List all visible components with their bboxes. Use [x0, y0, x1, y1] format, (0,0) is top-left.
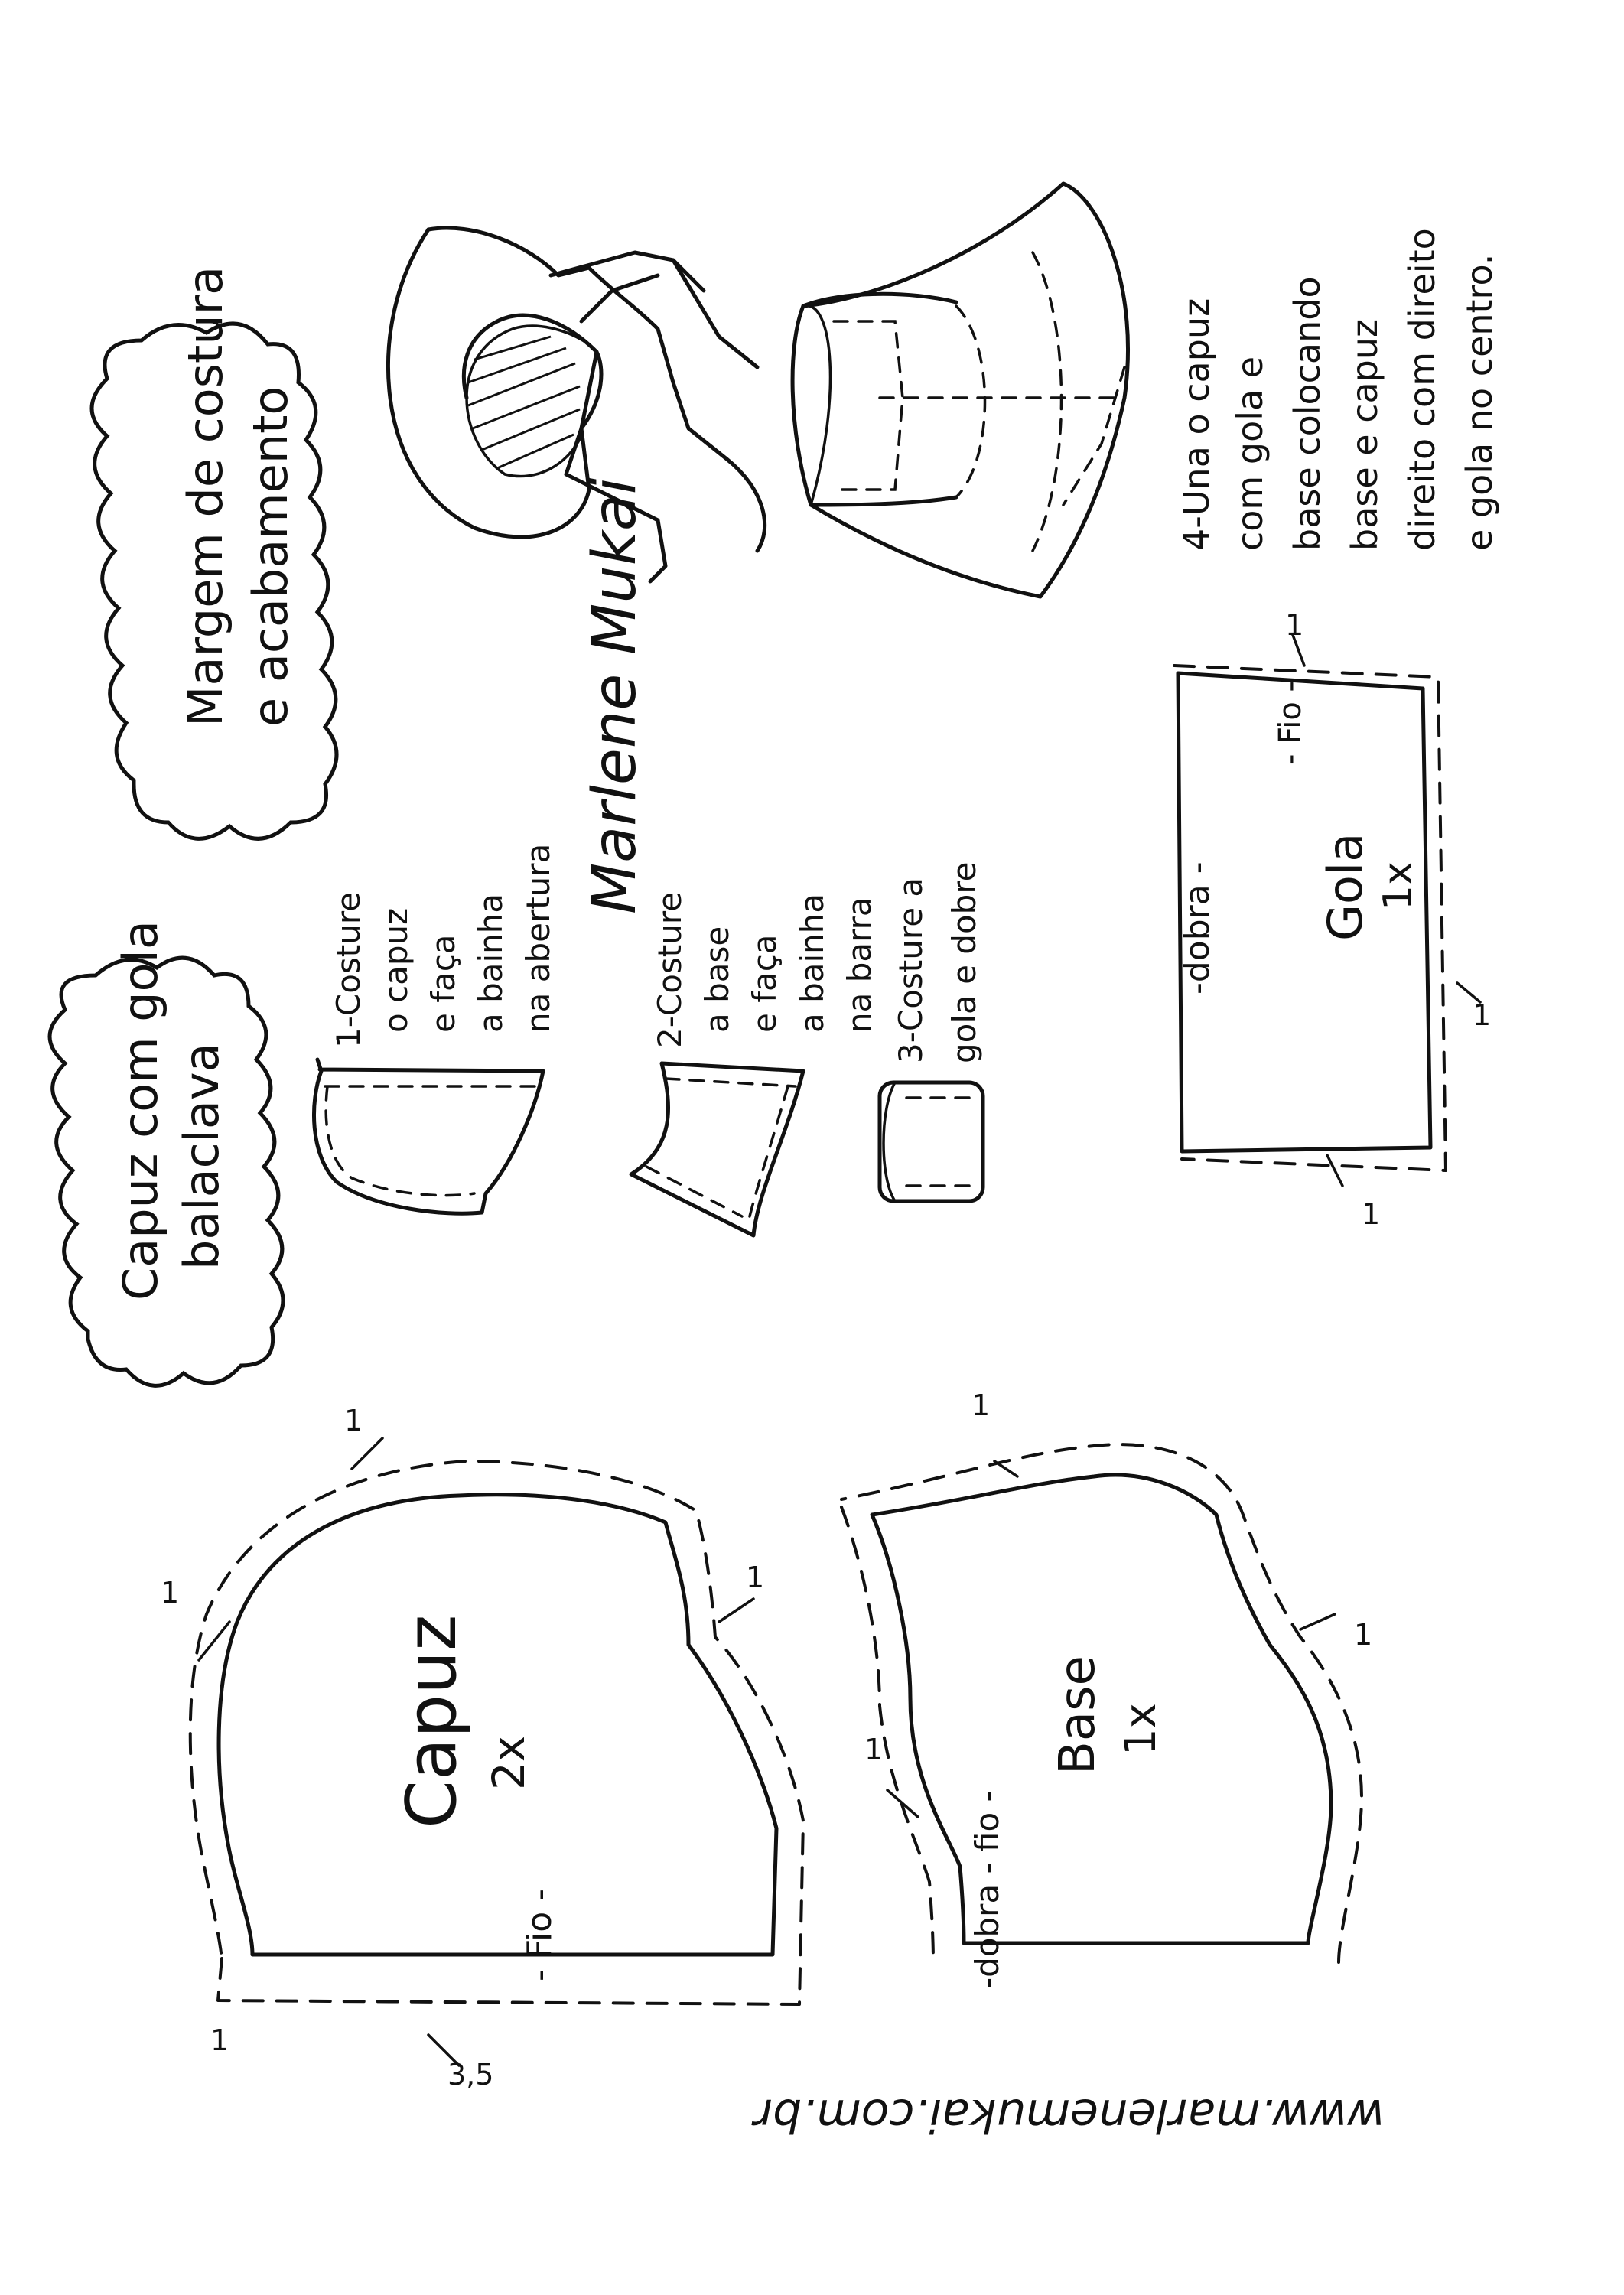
step-1-line-2: o capuz [377, 908, 415, 1033]
pattern-piece-gola: Gola 1x -dobra - - Fio - 1 1 1 [1173, 608, 1491, 1231]
note-line-2: e acabamento [242, 386, 298, 727]
hood-opening-hatch [467, 335, 581, 470]
step-2-line-5: na barra [841, 897, 878, 1033]
step-4-line-2: com gola e [1229, 356, 1271, 551]
base-margin-3: 1 [864, 1733, 883, 1766]
step-2-sketch [629, 1061, 805, 1238]
step-2-text: 2-Costure a base e faça a bainha na barr… [651, 892, 878, 1048]
step-3-sketch [877, 1080, 985, 1203]
capuz-qty: 2x [483, 1736, 535, 1790]
step-4-line-1: 4-Una o capuz [1176, 298, 1217, 551]
gola-margin-3: 1 [1362, 1197, 1380, 1231]
base-margin-2: 1 [1354, 1618, 1372, 1652]
website-text: www.marlenemukai.com.br [751, 2088, 1385, 2142]
step-3-line-2: gola e dobre [945, 861, 983, 1063]
balaclava-sketch [790, 181, 1131, 599]
step-4-text: 4-Una o capuz com gola e base colocando … [1176, 228, 1500, 551]
title-line-2: balaclava [174, 1043, 229, 1270]
base-margin-1: 1 [971, 1388, 990, 1422]
step-1-line-3: e faça [425, 934, 462, 1033]
step-3-text: 3-Costure a gola e dobre [892, 861, 983, 1063]
capuz-grain: - Fio - [520, 1889, 559, 1981]
gola-grain: - Fio - [1273, 681, 1308, 765]
step-1-line-5: na abertura [519, 844, 557, 1033]
website-url: www.marlenemukai.com.br [751, 2088, 1385, 2142]
step-4-line-5: direito com direito [1401, 228, 1443, 551]
step-4-line-4: base e capuz [1344, 319, 1385, 551]
step-3-line-1: 3-Costure a [892, 877, 929, 1063]
gola-fold: -dobra - [1178, 861, 1217, 994]
capuz-margin-3: 1 [746, 1561, 764, 1594]
step-2-line-3: e faça [746, 934, 783, 1033]
gola-name: Gola [1317, 833, 1373, 941]
base-qty: 1x [1116, 1703, 1166, 1756]
step-2-line-4: a bainha [793, 894, 831, 1033]
step-1-line-4: a bainha [472, 894, 509, 1033]
capuz-margin-4: 1 [210, 2023, 229, 2057]
step-1-line-1: 1-Costure [330, 892, 367, 1048]
step-1-text: 1-Costure o capuz e faça a bainha na abe… [330, 844, 557, 1048]
step-4-line-6: e gola no centro. [1459, 254, 1500, 551]
step-4-line-3: base colocando [1287, 276, 1328, 551]
signature: Marlene Mukai [581, 477, 649, 914]
step-2-line-2: a base [698, 926, 736, 1033]
capuz-margin-35: 3,5 [447, 2058, 493, 2092]
gola-margin-1: 1 [1285, 608, 1303, 642]
note-cloud: Margem de costura e acabamento [89, 266, 339, 841]
base-name: Base [1050, 1655, 1106, 1775]
step-2-line-1: 2-Costure [651, 892, 688, 1048]
title-cloud: Capuz com gola balaclava [47, 920, 285, 1388]
gola-qty: 1x [1375, 861, 1421, 910]
base-grain: -dobra - fio - [968, 1790, 1006, 1989]
capuz-margin-2: 1 [344, 1404, 363, 1437]
capuz-margin-1: 1 [161, 1576, 179, 1610]
signature-text: Marlene Mukai [581, 477, 649, 914]
title-line-1: Capuz com gola [112, 920, 168, 1300]
note-line-1: Margem de costura [177, 266, 233, 727]
step-1-sketch [311, 1057, 545, 1216]
pattern-piece-capuz: Capuz 2x - Fio - 1 1 1 1 3,5 [161, 1404, 805, 2092]
hood-sketch [386, 226, 767, 584]
capuz-name: Capuz [392, 1615, 472, 1828]
gola-margin-2: 1 [1473, 998, 1491, 1032]
pattern-piece-base: Base 1x -dobra - fio - 1 1 1 [840, 1388, 1372, 1989]
